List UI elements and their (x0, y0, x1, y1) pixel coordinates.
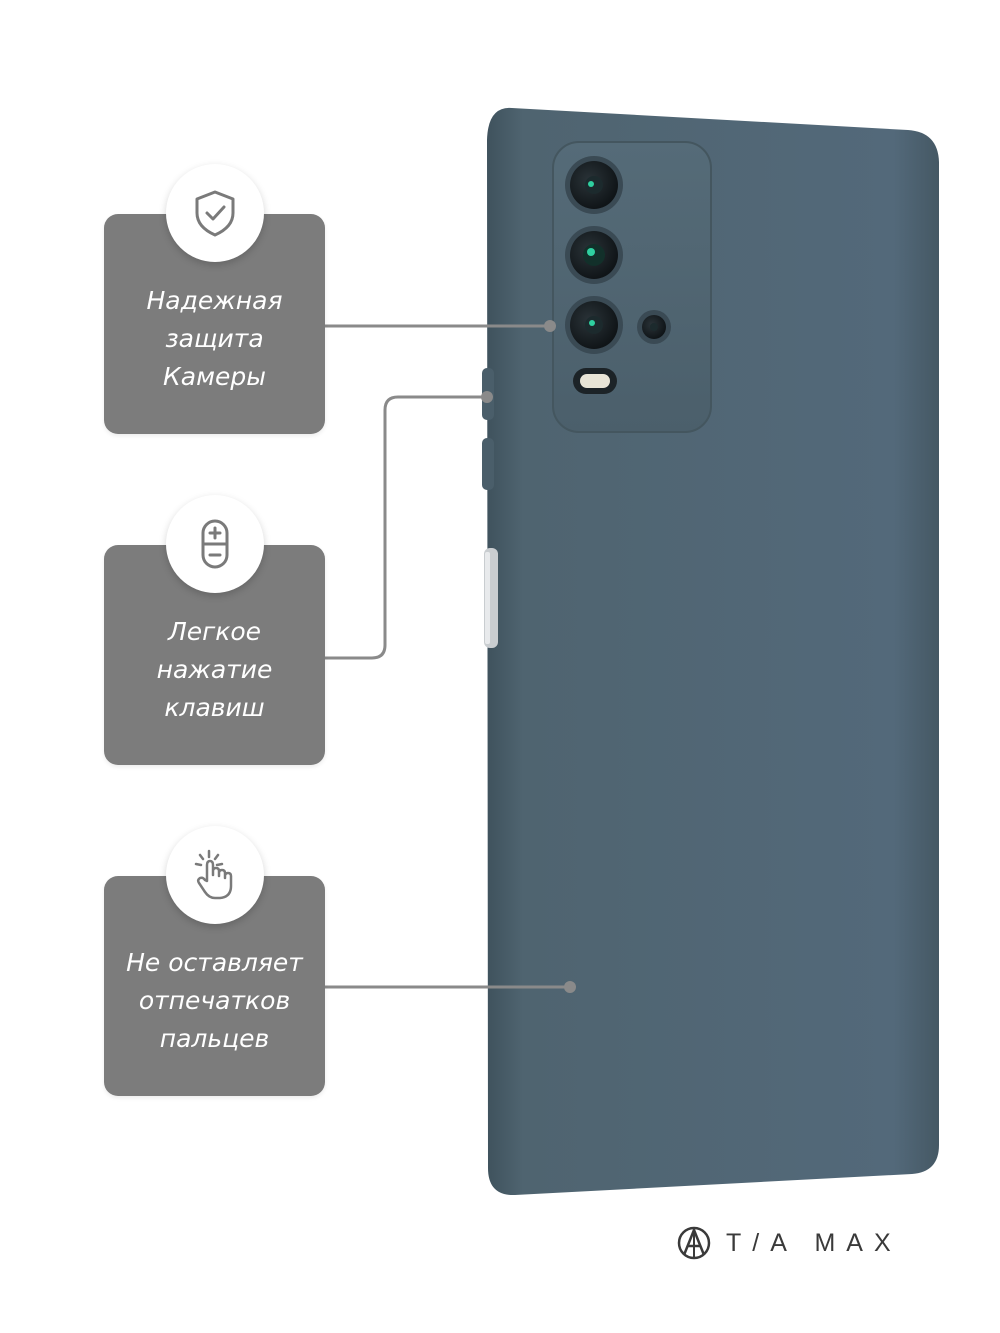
feature-text: Надежная защита Камеры (146, 286, 283, 391)
feature-card-easy-press: Легкое нажатие клавиш (104, 495, 325, 765)
camera-lens-2 (565, 226, 623, 284)
feature-card-camera-protection: Надежная защита Камеры (104, 164, 325, 434)
feature-card-no-fingerprints: Не оставляет отпечатков пальцев (104, 826, 325, 1096)
icon-badge (166, 826, 264, 924)
brand-text: T/A MAX (726, 1228, 902, 1257)
brand-logo: T/A MAX (676, 1225, 902, 1261)
camera-lens-3 (565, 296, 623, 354)
volume-buttons-icon (201, 519, 229, 569)
camera-lens-small (637, 310, 671, 344)
icon-badge (166, 495, 264, 593)
connector-buttons (325, 395, 486, 660)
touch-hand-icon (194, 849, 233, 900)
icon-badge (166, 164, 264, 262)
logo-mark-icon (677, 1226, 711, 1260)
shield-check-icon (195, 190, 235, 237)
feature-text: Не оставляет отпечатков пальцев (126, 948, 303, 1053)
volume-button-lower (482, 438, 494, 490)
feature-text: Легкое нажатие клавиш (156, 617, 273, 722)
camera-lens-1 (565, 156, 623, 214)
flash-light (573, 368, 617, 394)
camera-module (552, 141, 712, 433)
